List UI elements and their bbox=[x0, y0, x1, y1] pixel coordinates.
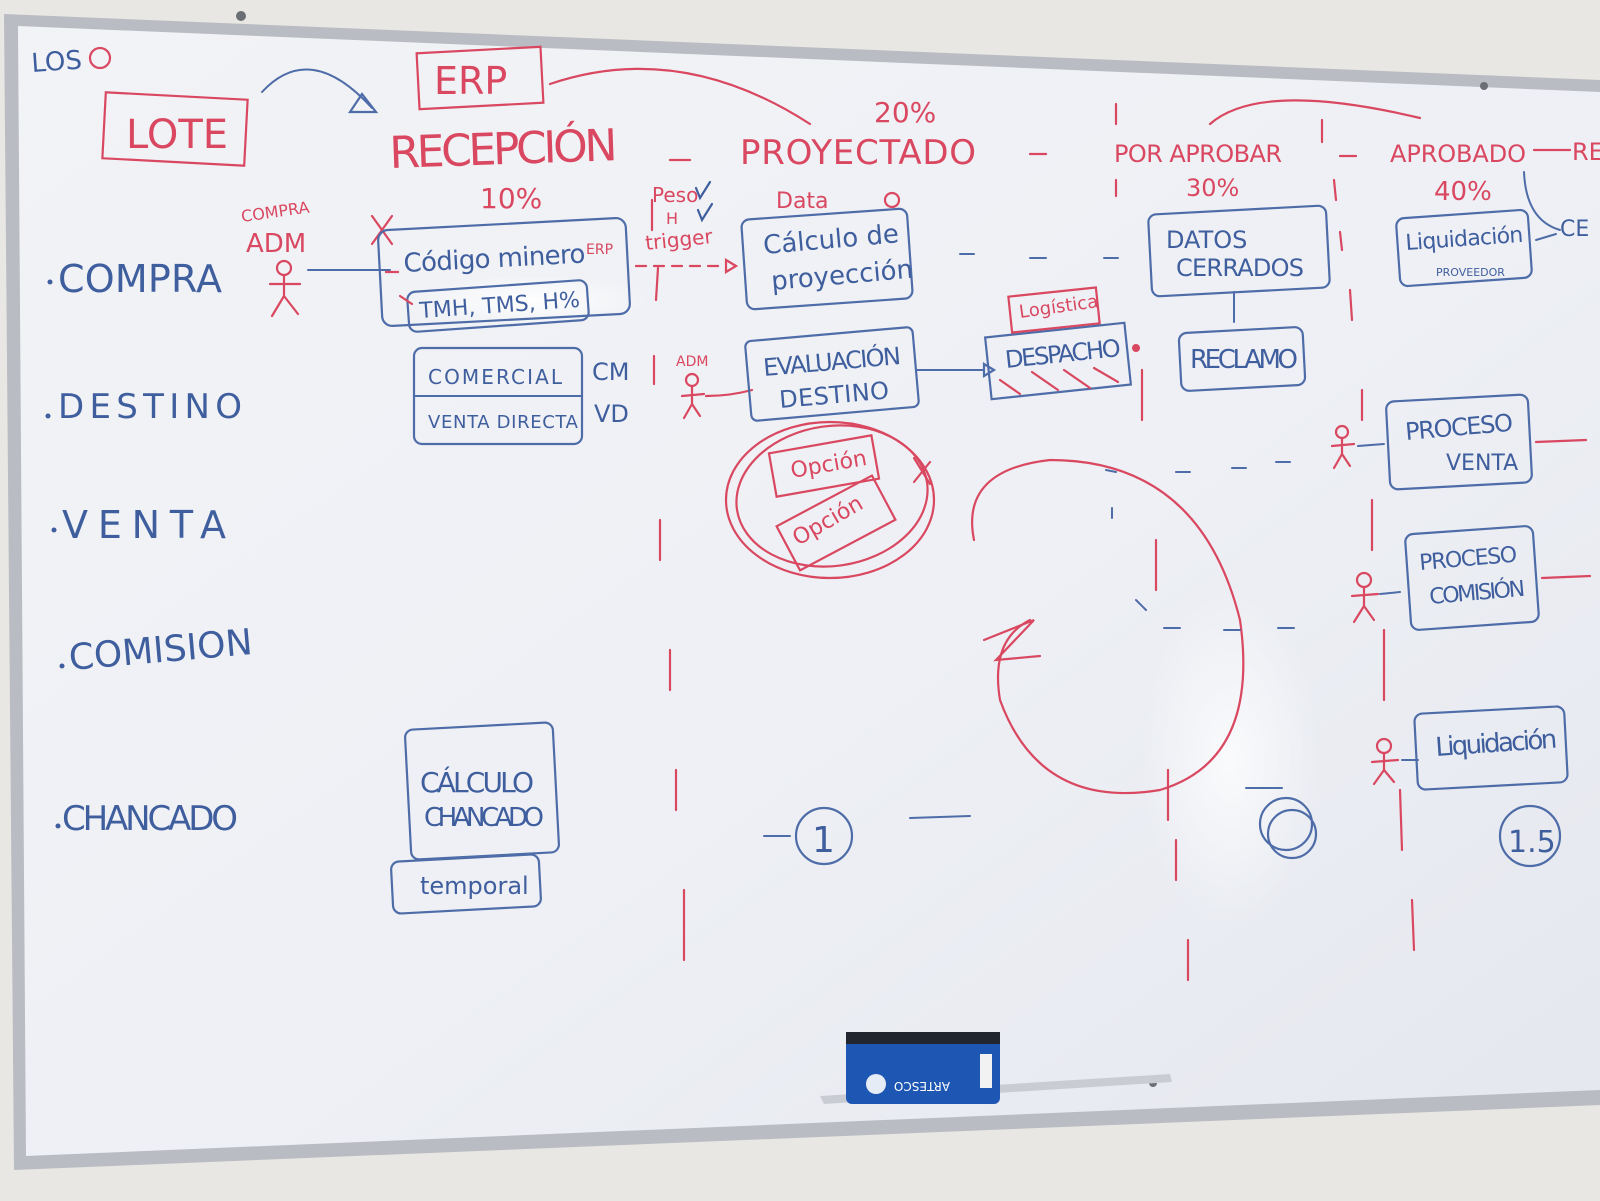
proceso-venta-line2: VENTA bbox=[1446, 451, 1518, 476]
calculo-chancado-line2: CHANCADO bbox=[424, 803, 544, 833]
data-label: Data bbox=[776, 189, 829, 214]
stage-recepcion: RECEPCIÓN bbox=[389, 118, 619, 179]
eraser-brand: ARTESCO bbox=[894, 1079, 950, 1093]
stage-por-aprobar: POR APROBAR bbox=[1114, 140, 1282, 168]
lote-label: LOTE bbox=[126, 112, 228, 158]
actor-figure-chancado bbox=[1370, 737, 1400, 786]
row-venta: VENTA bbox=[62, 503, 226, 547]
corner-mark: LOS bbox=[30, 46, 83, 79]
row-chancado: CHANCADO bbox=[62, 799, 238, 839]
liquidacion-proveedor-line2: PROVEEDOR bbox=[1436, 266, 1505, 279]
actor-figure-destino bbox=[680, 372, 706, 420]
stage-cut-right: RE bbox=[1572, 138, 1600, 166]
actor-figure-comision bbox=[1350, 571, 1380, 624]
temporal-label: temporal bbox=[420, 872, 529, 900]
percent-proyectado: 20% bbox=[874, 96, 936, 129]
cm-label: CM bbox=[592, 358, 629, 386]
datos-cerrados-line2: CERRADOS bbox=[1176, 254, 1304, 282]
adm-small-label: ADM bbox=[676, 354, 708, 370]
calculo-chancado-line1: CÁLCULO bbox=[420, 765, 534, 799]
percent-aprobado: 40% bbox=[1434, 177, 1492, 207]
venta-directa-label: VENTA DIRECTA bbox=[428, 412, 579, 433]
ce-cut-right: CE bbox=[1560, 217, 1589, 242]
stage-aprobado: APROBADO bbox=[1390, 140, 1526, 168]
adm-label: ADM bbox=[246, 229, 306, 259]
h-label: H bbox=[666, 209, 678, 228]
actor-figure-compra bbox=[268, 259, 302, 318]
percent-por-aprobar: 30% bbox=[1186, 174, 1239, 202]
peso-label: Peso bbox=[652, 183, 698, 207]
vd-label: VD bbox=[594, 400, 629, 428]
actor-figure-venta bbox=[1330, 424, 1356, 470]
erp-label: ERP bbox=[434, 59, 507, 103]
board-eraser[interactable]: ARTESCO bbox=[846, 1032, 1000, 1104]
stage-proyectado: PROYECTADO bbox=[740, 133, 976, 173]
comercial-label: COMERCIAL bbox=[428, 365, 563, 389]
row-compra: COMPRA bbox=[58, 257, 222, 301]
datos-cerrados-line1: DATOS bbox=[1166, 226, 1247, 254]
circle-one-label: 1 bbox=[812, 820, 835, 861]
circle-one-five-label: 1.5 bbox=[1508, 825, 1556, 860]
percent-recepcion: 10% bbox=[480, 182, 542, 215]
reclamo-label: RECLAMO bbox=[1190, 345, 1298, 375]
erp-small: ERP bbox=[586, 242, 613, 258]
